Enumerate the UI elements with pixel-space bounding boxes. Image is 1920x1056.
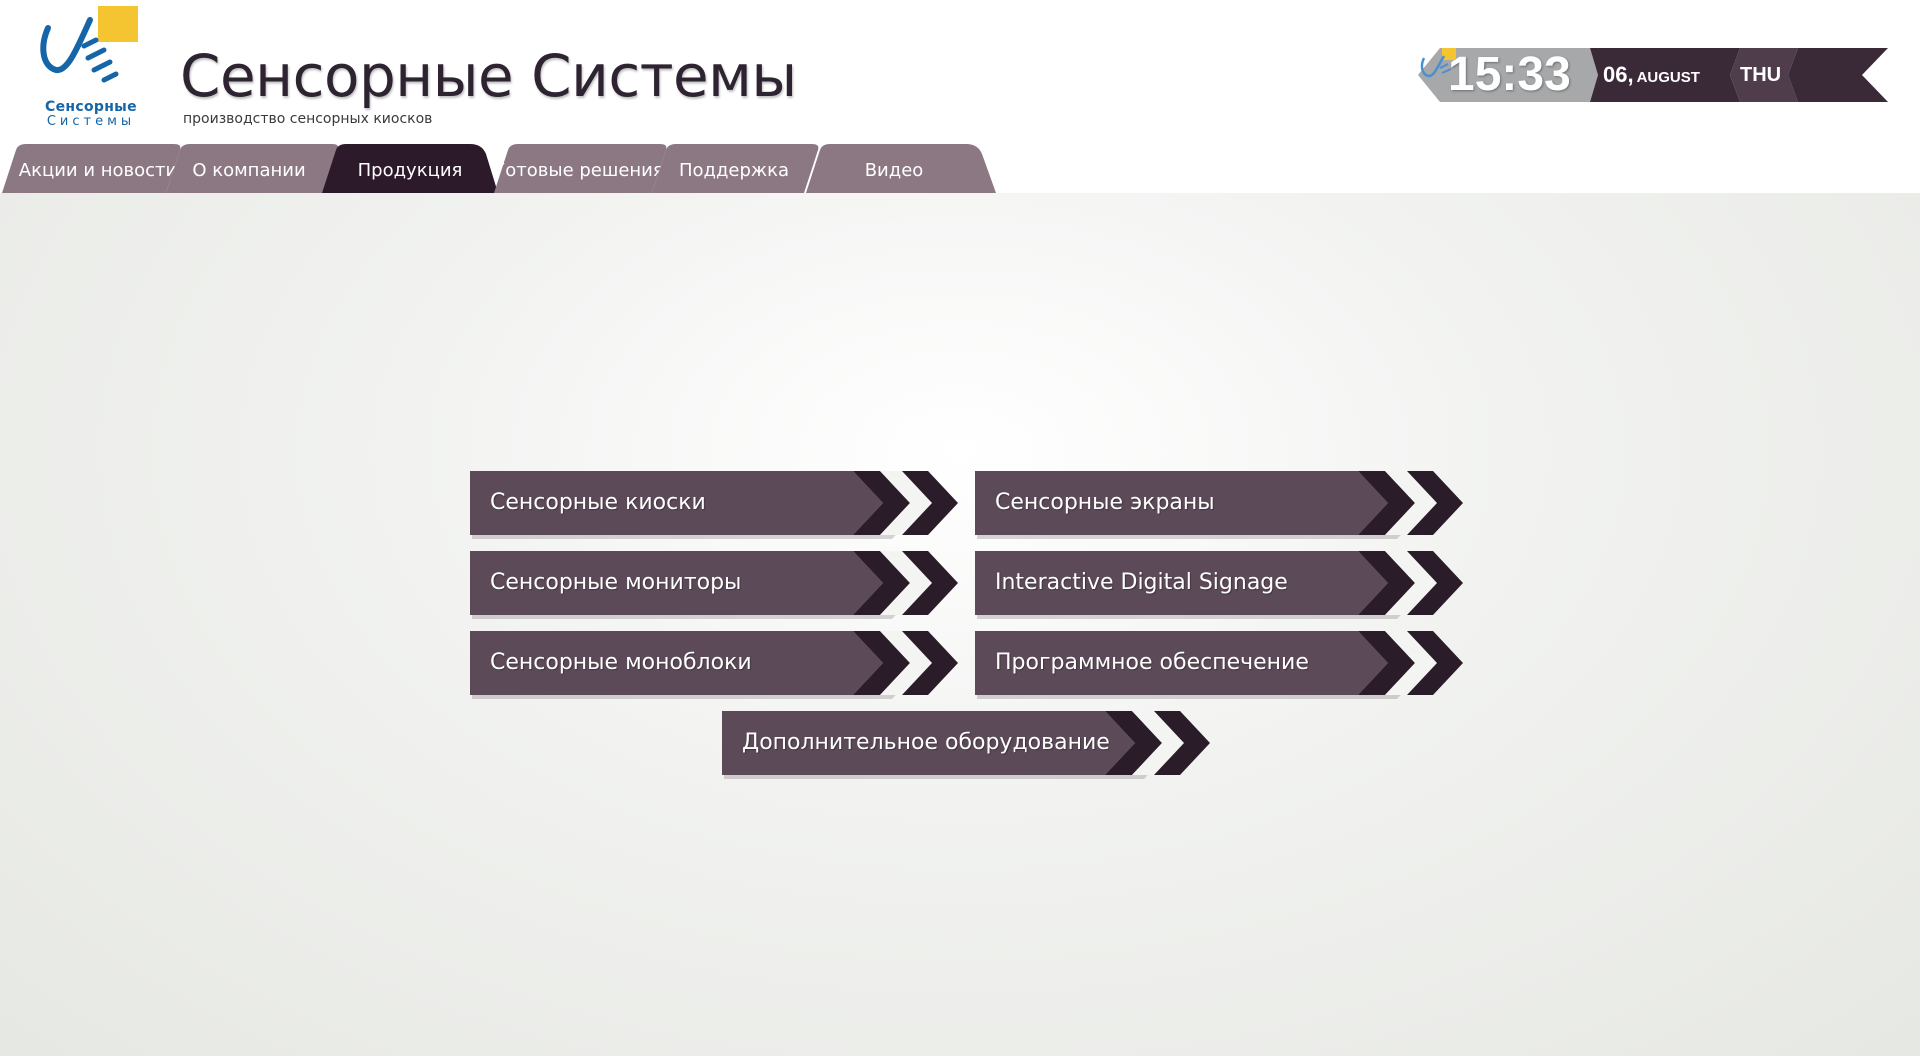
- tab-label: Акции и новости: [18, 160, 178, 181]
- tab-shape: [322, 144, 498, 193]
- chevron-right-icon: [722, 711, 1210, 779]
- clock-date: 06,AUGUST: [1603, 48, 1700, 102]
- menu-item-digital-signage[interactable]: Interactive Digital Signage: [975, 551, 1465, 619]
- logo-text-top: Сенсорные: [45, 99, 137, 115]
- tab-video[interactable]: Видео: [806, 144, 996, 193]
- clock-day: 06,: [1603, 62, 1634, 87]
- main-content: Сенсорные киоски Сенсорные экраны Сенсор…: [0, 193, 1920, 1056]
- logo-mark-icon: [40, 6, 138, 83]
- tab-shape: [166, 144, 339, 193]
- tab-shape: [494, 144, 667, 193]
- tab-shape: [806, 144, 996, 193]
- tab-support[interactable]: Поддержка: [652, 144, 822, 193]
- chevron-right-icon: [470, 471, 958, 539]
- mini-logo-icon: [1420, 48, 1456, 78]
- menu-item-equipment[interactable]: Дополнительное оборудование: [722, 711, 1212, 779]
- menu-item-label: Сенсорные экраны: [995, 490, 1215, 515]
- site-subtitle: производство сенсорных киосков: [183, 111, 433, 127]
- logo-text-bottom: Системы: [46, 114, 136, 129]
- tab-label: Видео: [864, 160, 924, 181]
- main-navigation: Акции и новости О компании Продукция Гот…: [0, 144, 1000, 193]
- menu-item-label: Программное обеспечение: [995, 650, 1309, 675]
- menu-item-software[interactable]: Программное обеспечение: [975, 631, 1465, 699]
- chevron-right-icon: [975, 471, 1463, 539]
- tab-news[interactable]: Акции и новости: [2, 144, 184, 193]
- clock-month: AUGUST: [1636, 69, 1700, 86]
- tab-label: Поддержка: [678, 160, 790, 181]
- header: Сенсорные Системы Сенсорные Системы прои…: [0, 0, 1920, 193]
- site-title: Сенсорные Системы: [180, 42, 797, 110]
- menu-item-label: Interactive Digital Signage: [995, 570, 1288, 595]
- tab-label: Готовые решения: [494, 160, 664, 181]
- clock-time: 15:33: [1448, 48, 1571, 101]
- tab-label: Продукция: [357, 160, 463, 181]
- menu-item-label: Сенсорные моноблоки: [490, 650, 752, 675]
- menu-item-kiosks[interactable]: Сенсорные киоски: [470, 471, 960, 539]
- tab-solutions[interactable]: Готовые решения: [494, 144, 670, 193]
- menu-item-label: Дополнительное оборудование: [742, 730, 1110, 755]
- menu-item-label: Сенсорные киоски: [490, 490, 706, 515]
- menu-item-monoblocks[interactable]: Сенсорные моноблоки: [470, 631, 960, 699]
- chevron-right-icon: [470, 631, 958, 699]
- chevron-right-icon: [470, 551, 958, 619]
- tab-shape: [2, 144, 181, 193]
- clock-widget: 15:33 06,AUGUST THU: [1418, 48, 1888, 102]
- tab-about[interactable]: О компании: [166, 144, 342, 193]
- menu-item-screens[interactable]: Сенсорные экраны: [975, 471, 1465, 539]
- tab-products[interactable]: Продукция: [322, 144, 498, 193]
- tab-shape: [652, 144, 819, 193]
- chevron-right-icon: [975, 631, 1463, 699]
- menu-item-monitors[interactable]: Сенсорные мониторы: [470, 551, 960, 619]
- company-logo[interactable]: Сенсорные Системы: [34, 6, 148, 129]
- clock-weekday: THU: [1740, 64, 1782, 86]
- tab-label: О компании: [192, 160, 306, 181]
- clock-background: [1418, 48, 1888, 102]
- menu-item-label: Сенсорные мониторы: [490, 570, 742, 595]
- chevron-right-icon: [975, 551, 1463, 619]
